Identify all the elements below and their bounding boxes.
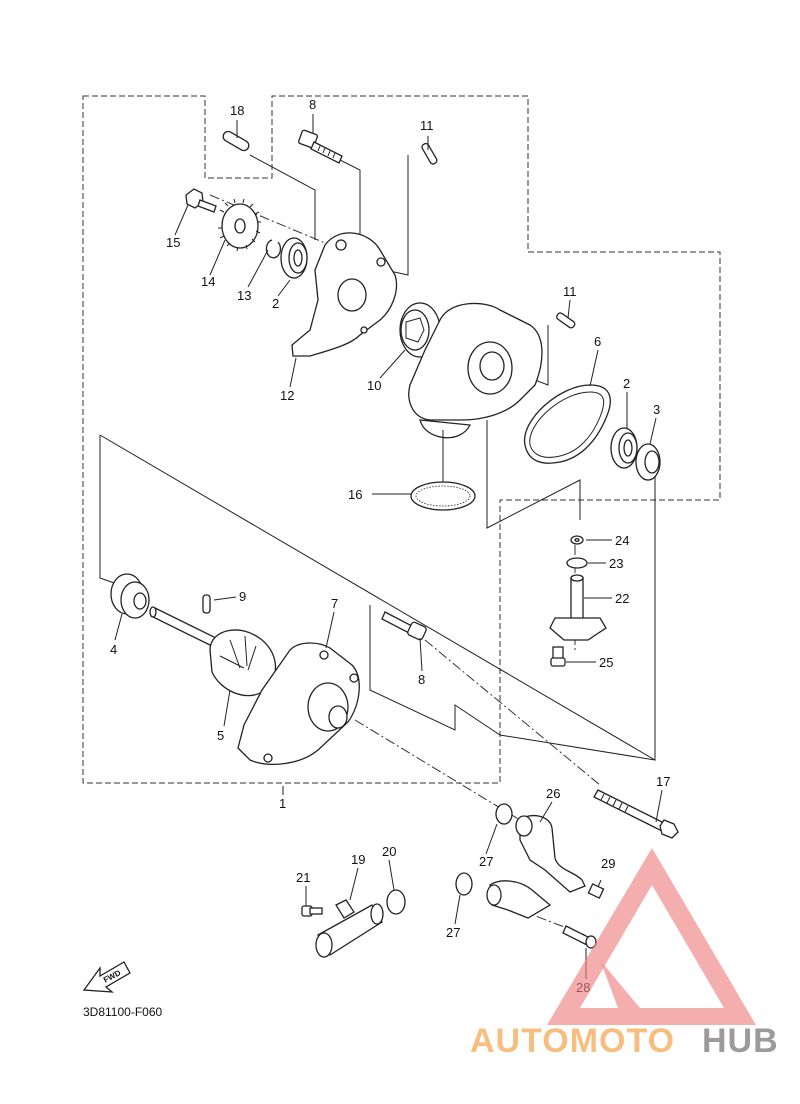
part-27-o-ring-lower	[455, 872, 473, 896]
callout-4: 4	[110, 642, 117, 657]
callout-21: 21	[296, 870, 310, 885]
part-26-water-pipe	[486, 814, 586, 919]
part-6-gasket	[524, 384, 611, 464]
part-7-pump-body	[237, 642, 360, 765]
callout-12: 12	[280, 388, 294, 403]
part-28-bolt	[562, 925, 597, 949]
leader-lines	[99, 154, 656, 761]
callout-6: 6	[594, 334, 601, 349]
callout-24: 24	[615, 533, 629, 548]
part-27-o-ring-upper	[495, 803, 513, 825]
callout-27b: 27	[446, 925, 460, 940]
callout-26: 26	[546, 786, 560, 801]
callout-16: 16	[348, 487, 362, 502]
part-14-gear	[218, 198, 261, 252]
part-11-pin-upper	[421, 142, 438, 165]
part-25-bolt	[550, 646, 566, 667]
part-4-mechanical-seal	[110, 573, 150, 619]
watermark-brand-b: HUB	[702, 1022, 779, 1060]
part-23-o-ring	[566, 557, 588, 569]
callout-13: 13	[237, 288, 251, 303]
watermark-brand-a: AUTOMOTO	[470, 1022, 675, 1060]
diagram-code: 3D81100-F060	[83, 1005, 162, 1019]
part-22-pipe	[549, 574, 607, 641]
part-9-pin	[202, 594, 211, 614]
callout-labels: 18 8 11 15 14 13 2 12 10 11 6 2 3 16 24 …	[110, 97, 670, 995]
callout-2b: 2	[623, 376, 630, 391]
part-12-pump-housing	[291, 232, 398, 357]
part-19-joint-pipe	[315, 899, 384, 958]
part-18-dowel-pin	[222, 130, 250, 152]
callout-9: 9	[239, 589, 246, 604]
callout-27: 27	[479, 854, 493, 869]
part-pump-cover	[408, 302, 543, 439]
callout-7: 7	[331, 596, 338, 611]
callout-29: 29	[601, 856, 615, 871]
callout-14: 14	[201, 274, 215, 289]
callout-8: 8	[309, 97, 316, 112]
callout-17: 17	[656, 774, 670, 789]
label-leaders	[114, 114, 663, 979]
callout-5: 5	[217, 728, 224, 743]
callout-15: 15	[166, 235, 180, 250]
part-2-bearing-left	[280, 237, 308, 279]
callout-8b: 8	[418, 672, 425, 687]
part-15-bolt	[185, 188, 217, 213]
watermark-triangle-icon	[547, 848, 756, 1025]
callout-10: 10	[367, 378, 381, 393]
callout-25: 25	[599, 655, 613, 670]
part-8-bolt	[298, 129, 343, 164]
part-10-impeller	[399, 302, 441, 358]
callout-2: 2	[272, 296, 279, 311]
part-24-washer	[570, 535, 584, 545]
part-21-bolt	[301, 905, 323, 917]
part-11-pin-right	[556, 312, 576, 329]
callout-20: 20	[382, 844, 396, 859]
part-8-bolt-lower	[381, 611, 427, 641]
part-16-strainer	[410, 430, 476, 511]
part-17-long-bolt	[593, 789, 679, 839]
fwd-arrow-icon: FWD	[82, 961, 131, 993]
part-13-circlip	[265, 239, 282, 259]
callout-18: 18	[230, 103, 244, 118]
callout-1: 1	[279, 796, 286, 811]
callout-23: 23	[609, 556, 623, 571]
part-20-o-ring	[386, 889, 406, 915]
part-2-bearing-right	[610, 427, 638, 469]
watermark-logo: AUTOMOTO HUB	[470, 848, 779, 1060]
callout-11b: 11	[563, 284, 577, 299]
part-3-oil-seal	[635, 443, 661, 481]
callout-22: 22	[615, 591, 629, 606]
part-5-impeller-shaft	[149, 606, 276, 697]
callout-3: 3	[653, 402, 660, 417]
part-29-bolt	[587, 883, 605, 899]
callout-11: 11	[420, 118, 434, 133]
callout-19: 19	[351, 852, 365, 867]
